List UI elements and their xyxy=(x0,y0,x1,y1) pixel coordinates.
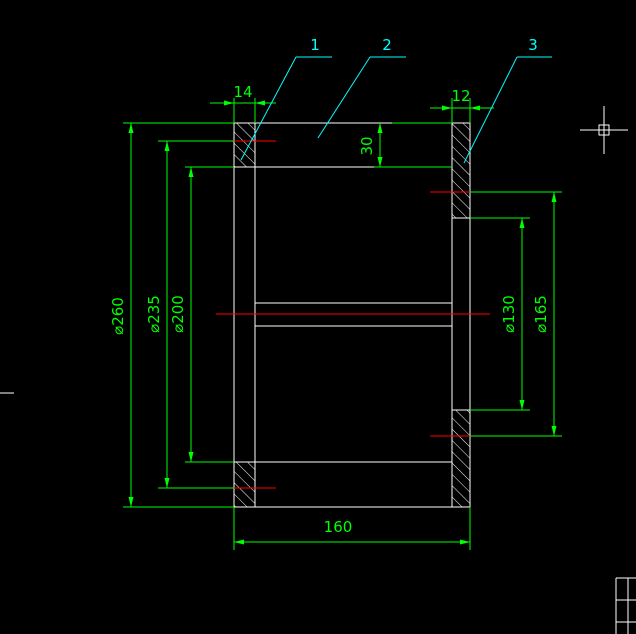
arrow-160-left xyxy=(234,539,244,545)
arrow-30-top xyxy=(377,123,383,133)
crosshair-cursor-icon[interactable] xyxy=(580,106,628,154)
hatch-right-bottom xyxy=(451,409,471,508)
leader-1-diagonal xyxy=(240,56,297,161)
arrow-260-bottom xyxy=(128,497,134,507)
arrow-12-left xyxy=(442,105,452,111)
part-balloons: 1 2 3 xyxy=(310,36,538,54)
balloon-2: 2 xyxy=(382,36,392,54)
arrow-14-right xyxy=(255,100,265,106)
hatch-left-top xyxy=(233,122,256,168)
arrow-14-left xyxy=(224,100,234,106)
dim-text-30: 30 xyxy=(358,136,376,155)
dimension-arrowheads xyxy=(128,100,557,545)
dim-text-12: 12 xyxy=(451,87,470,105)
dim-text-160: 160 xyxy=(324,518,353,536)
dim-text-130: ⌀130 xyxy=(500,295,518,333)
title-block-fragment xyxy=(615,577,636,634)
hatch-right-top xyxy=(451,122,471,219)
dim-text-165: ⌀165 xyxy=(532,295,550,333)
arrow-30-bottom xyxy=(377,157,383,167)
leader-3-diagonal xyxy=(463,56,518,164)
dim-text-14: 14 xyxy=(233,83,252,101)
crosshair-pickbox xyxy=(598,124,610,136)
arrow-160-right xyxy=(460,539,470,545)
arrow-165-top xyxy=(551,192,557,202)
dim-text-260: ⌀260 xyxy=(109,297,127,335)
balloon-1: 1 xyxy=(310,36,320,54)
arrow-130-bottom xyxy=(519,400,525,410)
dim-text-200: ⌀200 xyxy=(169,295,187,333)
part-leaders xyxy=(240,56,552,164)
arrow-130-top xyxy=(519,218,525,228)
dimension-texts: 14 12 30 ⌀260 ⌀235 ⌀200 ⌀130 ⌀165 160 xyxy=(109,83,550,536)
hatch-left-bottom xyxy=(233,461,256,508)
arrow-200-bottom xyxy=(188,452,194,462)
dim-text-235: ⌀235 xyxy=(145,295,163,333)
leader-2-diagonal xyxy=(317,56,371,139)
arrow-12-right xyxy=(470,105,480,111)
balloon-3: 3 xyxy=(528,36,538,54)
section-hatching xyxy=(233,122,471,508)
arrow-235-bottom xyxy=(164,478,170,488)
arrow-165-bottom xyxy=(551,426,557,436)
dimension-lines xyxy=(123,98,562,550)
arrow-260-top xyxy=(128,123,134,133)
arrow-200-top xyxy=(188,167,194,177)
arrow-235-top xyxy=(164,141,170,151)
